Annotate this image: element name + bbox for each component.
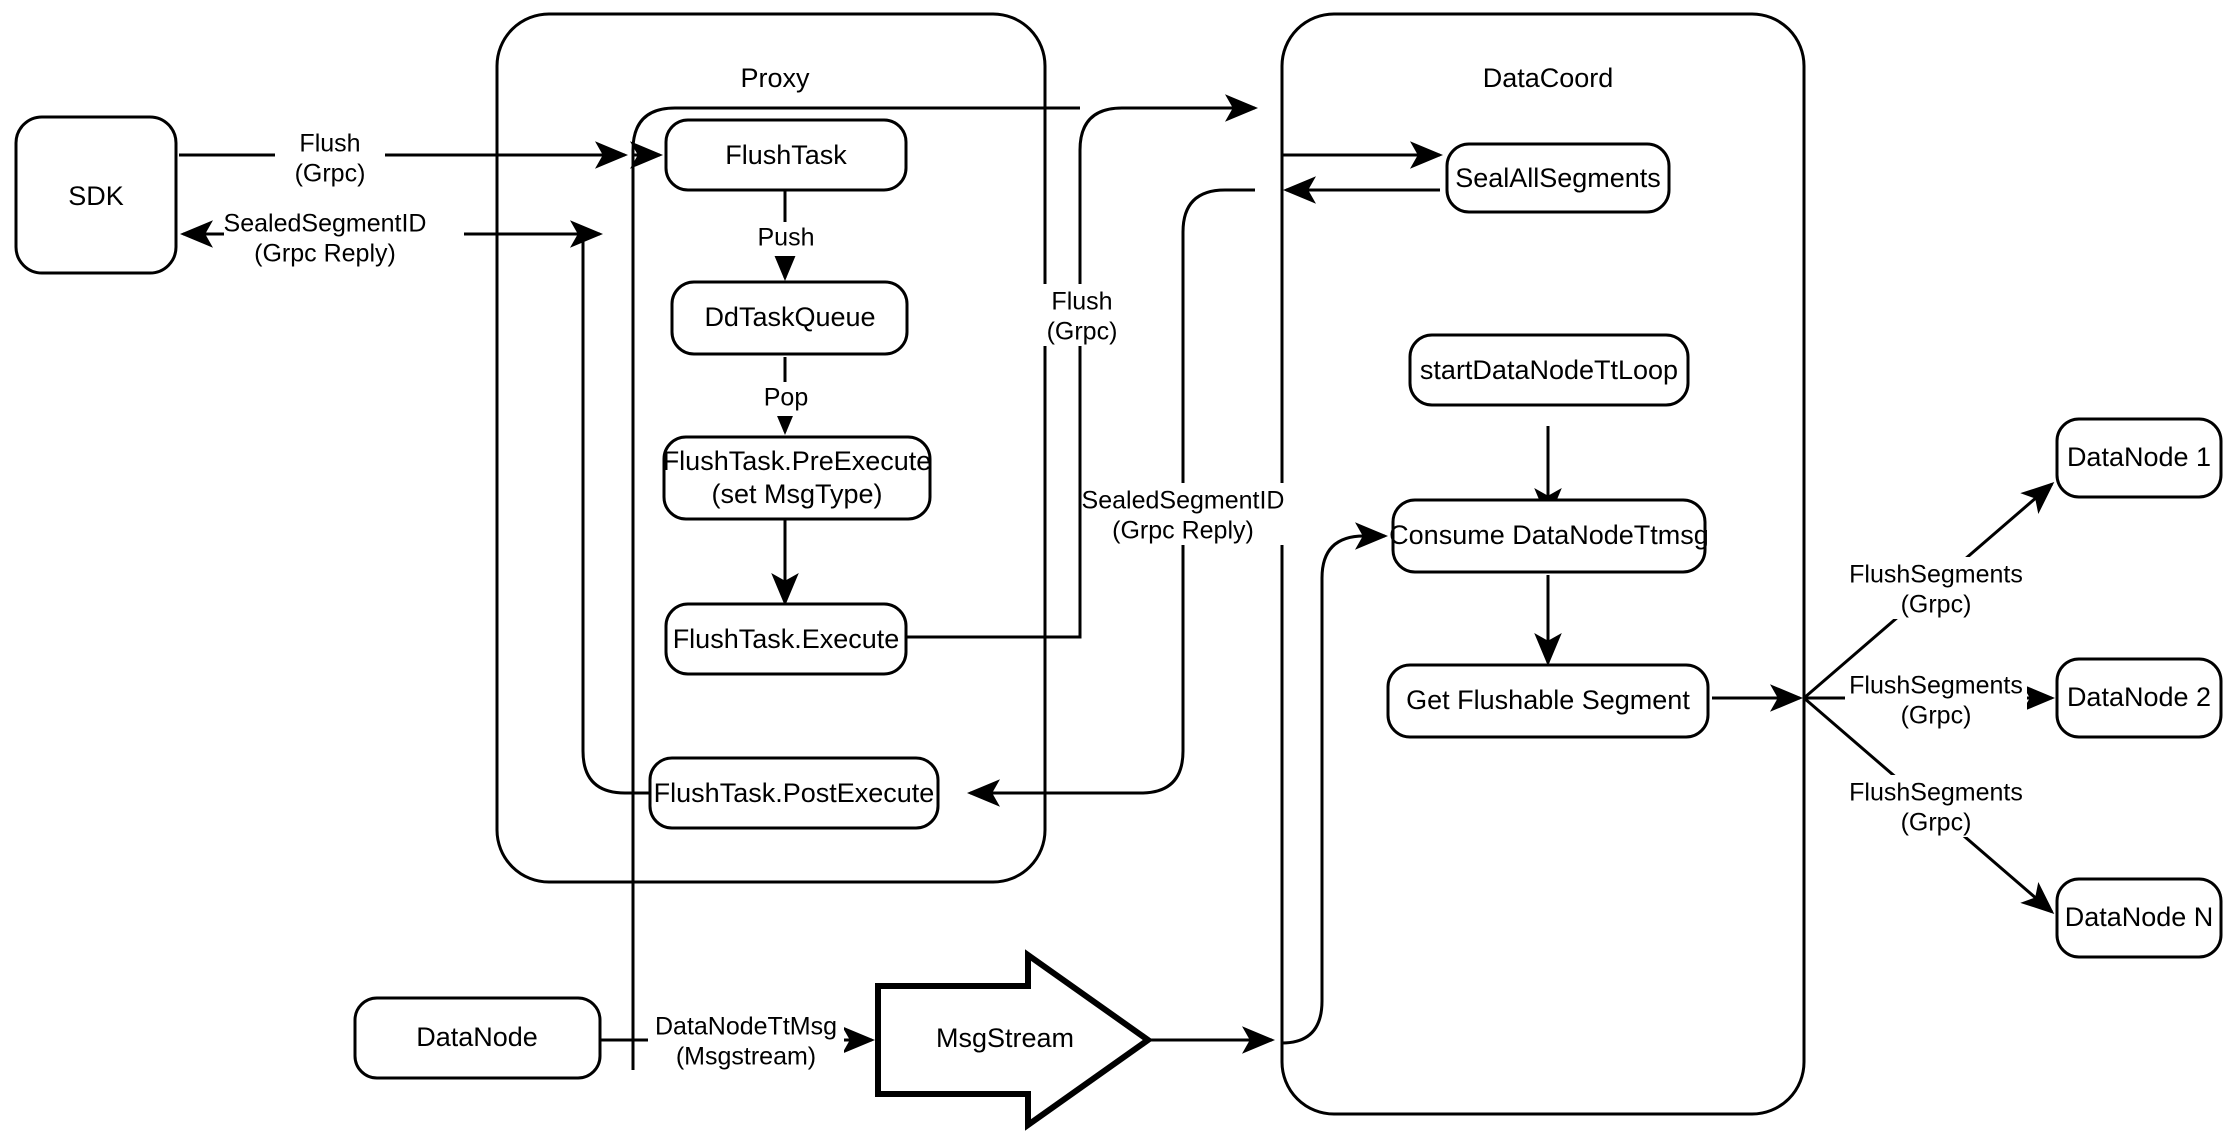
node-msgstream[interactable]: MsgStream [875,949,1154,1131]
edge-label-pop-bg [746,382,824,416]
edge-label-flushsegments-2-line1: FlushSegments [1849,672,2023,700]
node-get-flushable-segment-rect[interactable] [1386,663,1710,739]
node-sdk-label: SDK [68,181,124,211]
edge-label-flushsegments-1: FlushSegments (Grpc) [1845,557,2027,619]
node-flushtask-postexecute[interactable]: FlushTask.PostExecute [648,756,940,830]
node-datanode-bottom-label: DataNode [416,1022,538,1052]
node-sdk-rect[interactable] [14,115,178,275]
node-msgstream-arrow-shape[interactable] [875,949,1154,1131]
edge-datacoord-rail-to-consume [1281,522,1388,1045]
node-flushtask-postexecute-label: FlushTask.PostExecute [654,778,935,808]
edge-label-flushsegments-1-line1: FlushSegments [1849,561,2023,589]
datacoord-container-border [1280,12,1806,1116]
node-flushtask[interactable]: FlushTask [664,118,908,192]
edge-label-sdk-to-proxy-line2: (Grpc) [295,160,366,188]
node-datanode-2[interactable]: DataNode 2 [2055,657,2223,739]
edge-label-flushsegments-n-line2: (Grpc) [1901,809,1972,837]
node-flushtask-preexecute[interactable]: FlushTask.PreExecute (set MsgType) [662,435,932,521]
edge-label-push-text: Push [758,224,815,252]
node-datanode-n-rect[interactable] [2055,877,2223,959]
edge-label-coord-to-proxy-reply-line1: SealedSegmentID [1082,487,1285,515]
node-datanode-2-rect[interactable] [2055,657,2223,739]
node-datanode-1-rect[interactable] [2055,417,2223,499]
node-flushtask-label: FlushTask [725,140,847,170]
container-proxy: Proxy [495,12,1047,884]
node-sealallsegments[interactable]: SealAllSegments [1445,142,1671,214]
edge-label-coord-to-proxy-reply: SealedSegmentID (Grpc Reply) [1082,483,1285,545]
node-sdk[interactable]: SDK [14,115,178,275]
edge-label-flushsegments-2: FlushSegments (Grpc) [1845,668,2027,730]
node-consume-datanodettmsg-rect[interactable] [1391,498,1707,574]
node-sealallsegments-rect[interactable] [1445,142,1671,214]
node-sealallsegments-label: SealAllSegments [1455,163,1661,193]
node-flushtask-execute-rect[interactable] [664,602,908,676]
node-consume-datanodettmsg-label: Consume DataNodeTtmsg [1389,520,1709,550]
edge-label-proxy-to-sdk-line2: (Grpc Reply) [254,240,396,268]
edge-label-proxy-to-coord-flush: Flush (Grpc) [1036,284,1128,346]
node-ddtaskqueue[interactable]: DdTaskQueue [670,280,909,356]
edge-label-proxy-to-coord-flush-bg [1036,284,1128,346]
node-flushtask-preexecute-rect[interactable] [662,435,932,521]
node-ddtaskqueue-rect[interactable] [670,280,909,356]
edge-label-flushsegments-1-line2: (Grpc) [1901,591,1972,619]
node-flushtask-preexecute-label-line1: FlushTask.PreExecute [663,446,932,476]
edge-label-flushsegments-1-bg [1845,557,2027,619]
node-get-flushable-segment[interactable]: Get Flushable Segment [1386,663,1710,739]
node-flushtask-postexecute-rect[interactable] [648,756,940,830]
node-flushtask-execute[interactable]: FlushTask.Execute [664,602,908,676]
edge-label-push-bg [740,222,830,256]
edge-label-sdk-to-proxy-bg [275,128,385,190]
node-flushtask-preexecute-label-line2: (set MsgType) [711,479,882,509]
node-flushtask-execute-label: FlushTask.Execute [673,624,900,654]
edge-label-pop-text: Pop [764,384,808,412]
edge-label-datanode-ttmsg: DataNodeTtMsg (Msgstream) [648,1009,844,1071]
edge-label-pop: Pop [746,382,824,416]
edge-label-flushsegments-2-line2: (Grpc) [1901,702,1972,730]
node-msgstream-label: MsgStream [936,1023,1074,1053]
edge-label-coord-to-proxy-reply-line2: (Grpc Reply) [1112,517,1254,545]
node-datanode-n-label: DataNode N [2065,902,2214,932]
edge-label-proxy-to-coord-flush-line1: Flush [1051,288,1112,316]
edge-label-coord-to-proxy-reply-bg [1086,483,1284,545]
edge-label-flushsegments-n: FlushSegments (Grpc) [1845,775,2027,837]
node-ddtaskqueue-label: DdTaskQueue [704,302,875,332]
edge-label-proxy-to-sdk-line1: SealedSegmentID [224,210,427,238]
node-consume-datanodettmsg[interactable]: Consume DataNodeTtmsg [1389,498,1709,574]
edge-label-sdk-to-proxy: Flush (Grpc) [275,128,385,190]
node-datanode-n[interactable]: DataNode N [2055,877,2223,959]
edge-postexecute-to-reply-rail [570,220,655,795]
edge-label-push: Push [740,222,830,256]
node-datanode-bottom[interactable]: DataNode [353,996,602,1080]
edge-label-datanode-ttmsg-line1: DataNodeTtMsg [655,1013,837,1041]
edge-label-datanode-ttmsg-line2: (Msgstream) [676,1043,816,1071]
edge-label-proxy-to-sdk-bg [224,207,464,269]
edge-label-sdk-to-proxy-line1: Flush [299,130,360,158]
datacoord-container-title: DataCoord [1483,63,1614,93]
edge-label-datanode-ttmsg-bg [648,1009,844,1071]
node-flushtask-rect[interactable] [664,118,908,192]
node-get-flushable-segment-label: Get Flushable Segment [1406,685,1690,715]
node-datanode-bottom-rect[interactable] [353,996,602,1080]
node-start-datanode-ttloop[interactable]: startDataNodeTtLoop [1408,333,1690,407]
edge-label-proxy-to-coord-flush-line2: (Grpc) [1047,318,1118,346]
proxy-container-border [495,12,1047,884]
node-datanode-1[interactable]: DataNode 1 [2055,417,2223,499]
proxy-container-title: Proxy [740,63,810,93]
container-datacoord: DataCoord [1280,12,1806,1116]
edge-proxy-left-rail [631,106,1080,1070]
node-start-datanode-ttloop-label: startDataNodeTtLoop [1420,355,1678,385]
edge-label-flushsegments-n-bg [1845,775,2027,837]
node-start-datanode-ttloop-rect[interactable] [1408,333,1690,407]
edge-label-flushsegments-2-bg [1845,668,2027,730]
edge-label-proxy-to-sdk: SealedSegmentID (Grpc Reply) [224,207,464,269]
edge-label-flushsegments-n-line1: FlushSegments [1849,779,2023,807]
node-datanode-1-label: DataNode 1 [2067,442,2211,472]
node-datanode-2-label: DataNode 2 [2067,682,2211,712]
edge-execute-to-datacoord-flush [906,94,1258,639]
